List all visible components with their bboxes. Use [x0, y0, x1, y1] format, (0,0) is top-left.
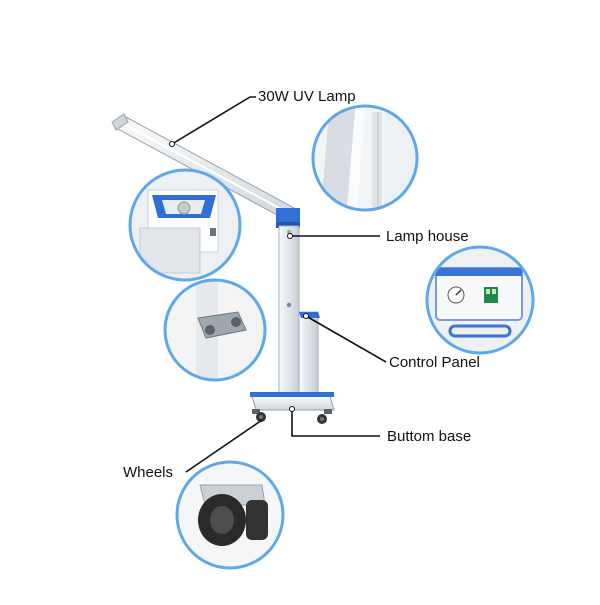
leader-control-panel	[305, 315, 387, 363]
detail-circle-hinge	[163, 278, 267, 382]
detail-circle-control-panel	[425, 245, 535, 355]
control-box	[298, 311, 320, 399]
detail-circle-holder	[128, 168, 242, 282]
uv-tube	[111, 113, 299, 223]
detail-circle-tube	[311, 104, 419, 212]
label-bottom-base: Buttom base	[387, 428, 472, 445]
uv-lamp-product	[111, 113, 335, 424]
label-lamp-house: Lamp house	[386, 228, 469, 245]
caster-wheels	[256, 412, 327, 424]
leader-lines	[171, 96, 387, 473]
leader-bottom-base	[291, 409, 380, 437]
label-wheels: Wheels	[123, 464, 174, 481]
label-control-panel: Control Panel	[389, 354, 480, 371]
lamp-house-column	[278, 225, 300, 397]
lamp-head	[276, 208, 300, 228]
label-uv-lamp: 30W UV Lamp	[258, 88, 356, 105]
leader-wheels	[185, 419, 263, 473]
leader-dots	[169, 141, 309, 412]
detail-circle-wheel	[175, 460, 285, 570]
base-frame	[250, 392, 335, 414]
leader-uv-lamp	[171, 96, 256, 145]
